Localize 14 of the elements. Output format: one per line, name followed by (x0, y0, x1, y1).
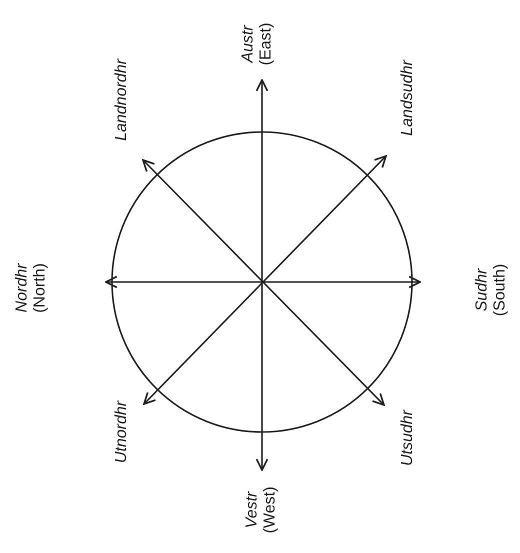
direction-name: Sudhr (474, 267, 492, 314)
direction-translation: (North) (32, 263, 50, 313)
direction-name: Nordhr (14, 263, 32, 313)
direction-translation: (East) (258, 22, 276, 66)
direction-name: Utsudhr (398, 410, 417, 466)
direction-line (256, 79, 268, 471)
direction-name: Utnordhr (112, 400, 131, 464)
direction-name: Vestr (244, 490, 262, 530)
direction-name: Austr (240, 24, 258, 66)
direction-name: Landsudhr (398, 60, 417, 136)
direction-name: Landnordhr (112, 59, 131, 141)
direction-translation: (South) (492, 264, 510, 316)
direction-line (105, 276, 421, 288)
direction-translation: (West) (262, 486, 280, 534)
